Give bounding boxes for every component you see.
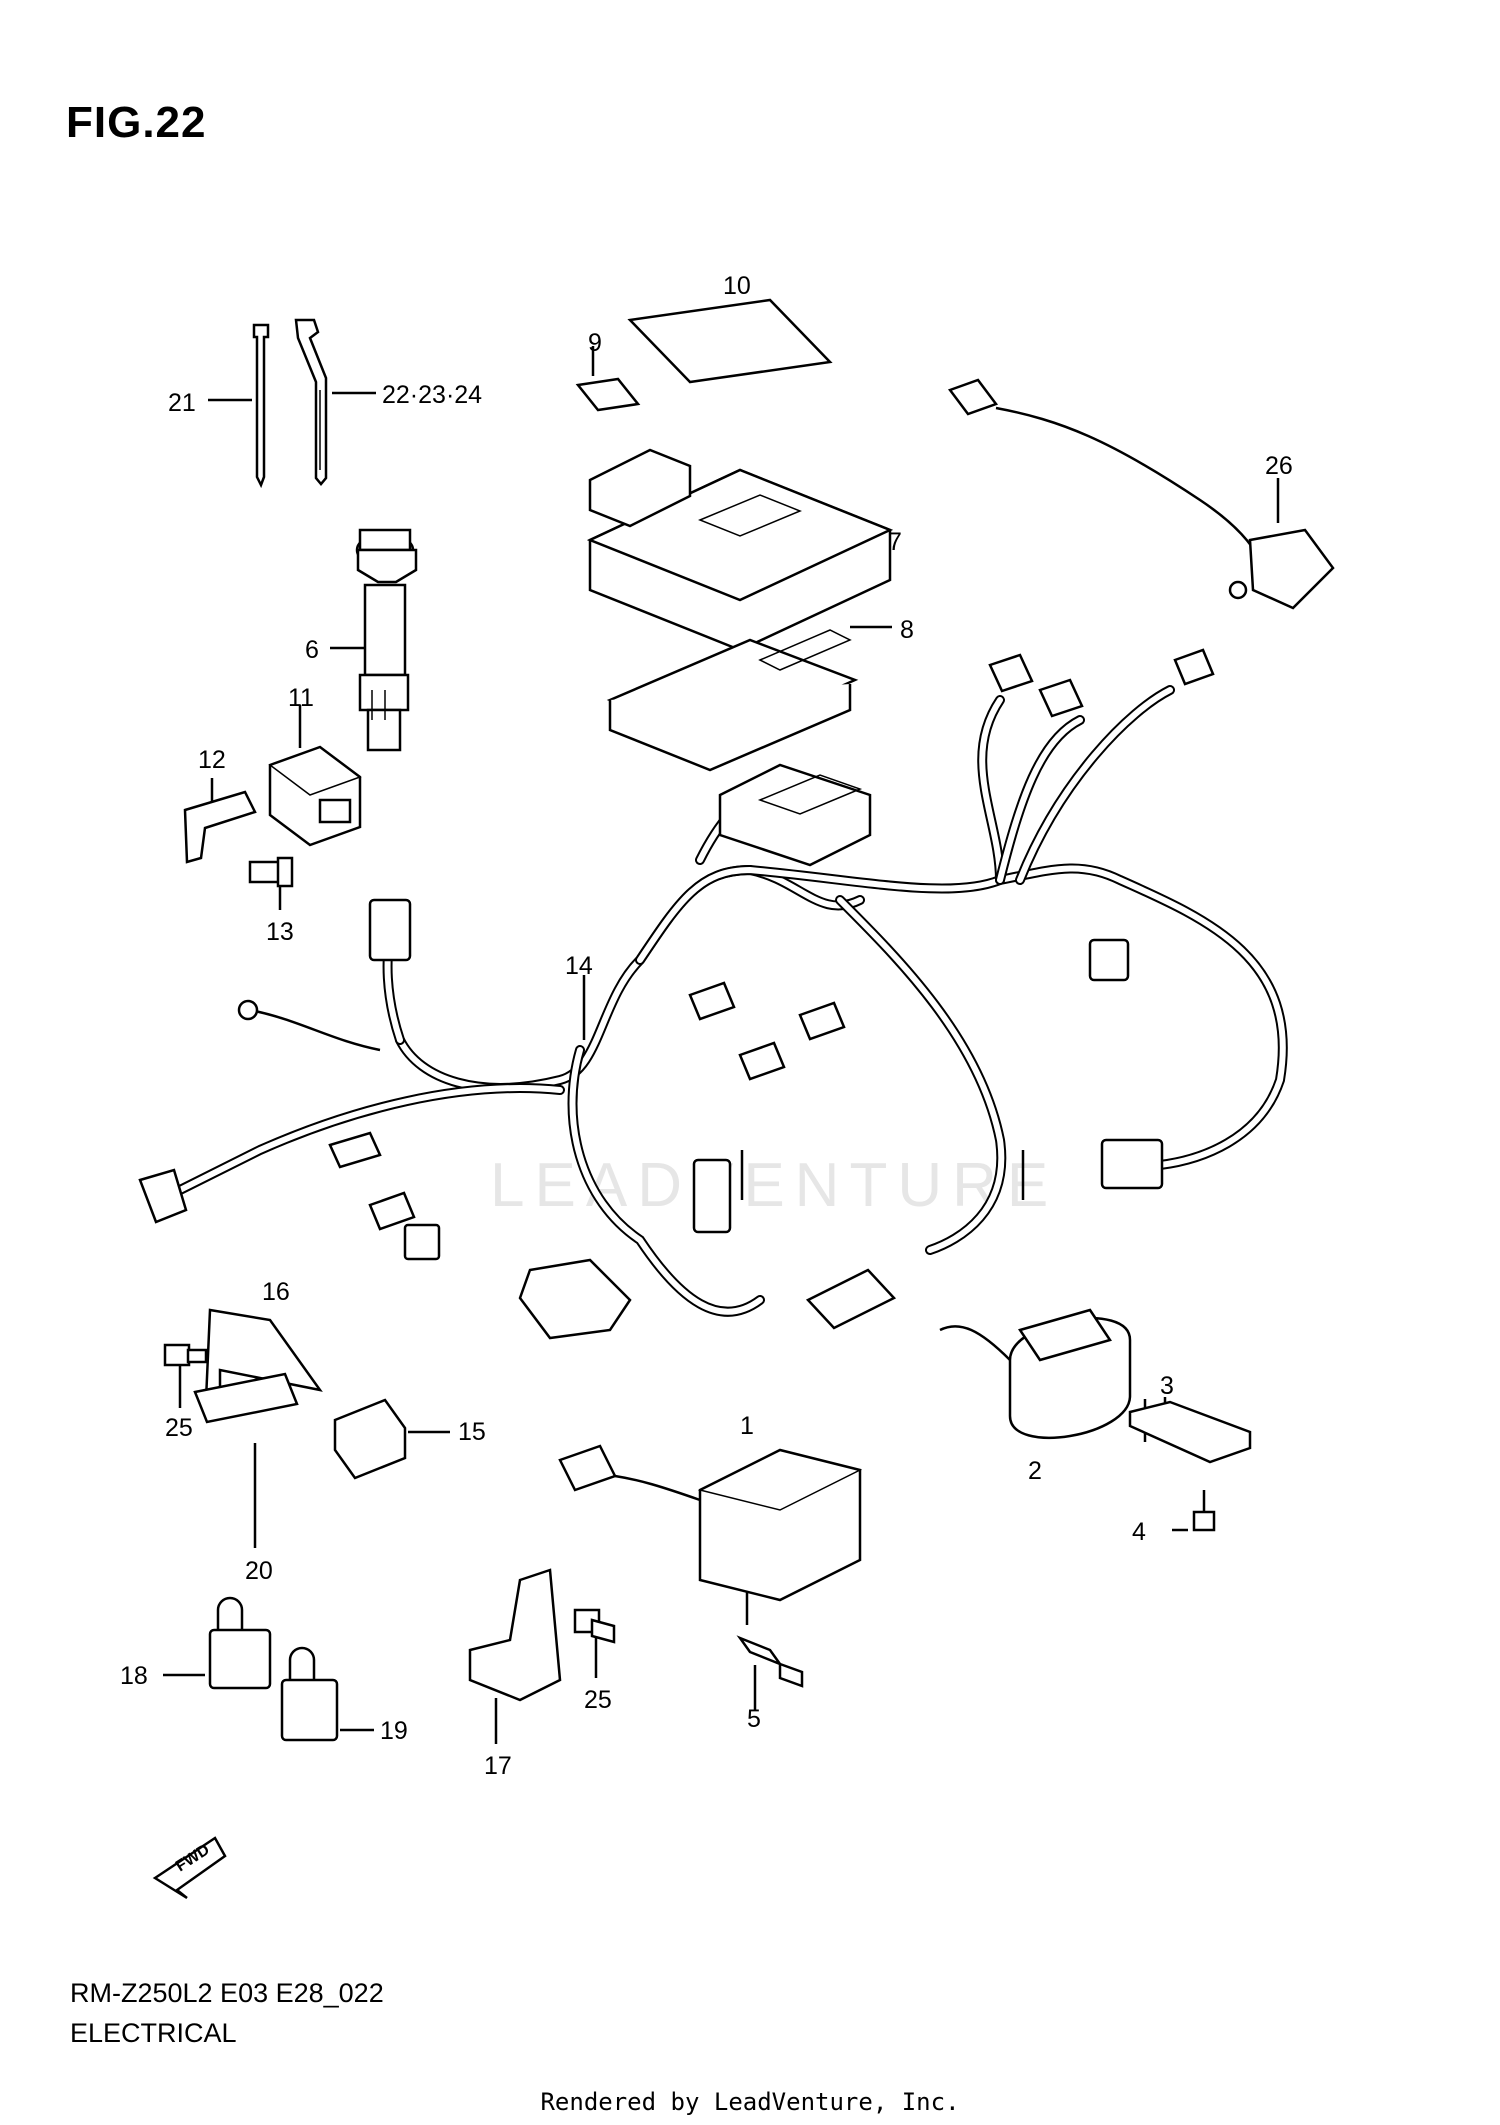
fuse-19	[280, 1646, 339, 1742]
ignition-coil-6	[355, 528, 418, 752]
model-code: RM-Z250L2 E03 E28_022	[70, 1978, 384, 2008]
callout-15: 15	[458, 1418, 486, 1446]
pad-20	[193, 1372, 299, 1424]
callout-13: 13	[266, 918, 294, 946]
callout-21: 21	[168, 389, 196, 417]
bracket-17	[468, 1568, 562, 1702]
callout-25-lower: 25	[584, 1686, 612, 1714]
callout-17: 17	[484, 1752, 512, 1780]
bracket-12	[183, 790, 257, 864]
callout-26: 26	[1265, 452, 1293, 480]
callout-1: 1	[740, 1412, 754, 1440]
wiring-harness-14	[138, 648, 1288, 1340]
cable-tie-21	[252, 323, 270, 489]
callout-14: 14	[565, 952, 593, 980]
callout-22-23-24: 22·23·24	[382, 381, 483, 409]
fuse-18	[208, 1596, 272, 1690]
bolt-25-lower	[573, 1608, 616, 1644]
callout-2: 2	[1028, 1457, 1042, 1485]
label-plate-10	[627, 298, 833, 384]
ecm-7	[586, 448, 894, 652]
strap-8	[606, 629, 859, 772]
screw-4	[1192, 1490, 1216, 1532]
callout-6: 6	[305, 636, 319, 664]
callout-18: 18	[120, 1662, 148, 1690]
section-name: ELECTRICAL	[70, 2018, 237, 2048]
bolt-25-upper	[163, 1343, 208, 1367]
bracket-3	[1128, 1400, 1252, 1464]
callout-20: 20	[245, 1557, 273, 1585]
label-9	[575, 377, 641, 412]
callout-16: 16	[262, 1278, 290, 1306]
relay-11	[268, 745, 362, 847]
condenser-2	[939, 1308, 1132, 1440]
fwd-arrow-icon: FWD	[152, 1836, 227, 1900]
callout-9: 9	[588, 329, 602, 357]
regulator-1	[558, 1444, 863, 1602]
callout-10: 10	[723, 272, 751, 300]
cushion-15	[333, 1398, 407, 1480]
bolt-5	[736, 1635, 804, 1688]
callout-25-upper: 25	[165, 1414, 193, 1442]
callout-12: 12	[198, 746, 226, 774]
bolt-13	[248, 856, 294, 888]
sensor-26	[947, 378, 1335, 610]
figure-title: FIG.22	[66, 98, 207, 147]
callout-5: 5	[747, 1705, 761, 1733]
callout-11: 11	[288, 684, 314, 712]
cable-tie-22	[294, 318, 328, 486]
callout-4: 4	[1132, 1518, 1146, 1546]
callout-7: 7	[888, 528, 902, 556]
callout-3: 3	[1160, 1372, 1174, 1400]
callout-19: 19	[380, 1717, 408, 1745]
callout-8: 8	[900, 616, 914, 644]
footer-credit: Rendered by LeadVenture, Inc.	[540, 2088, 960, 2116]
